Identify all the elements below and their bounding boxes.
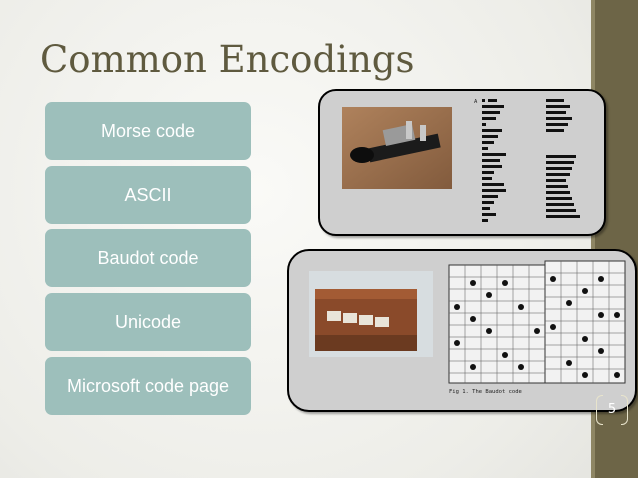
encoding-label: Morse code bbox=[100, 120, 196, 141]
right-bracket-shape bbox=[621, 395, 628, 425]
encoding-box-code-page: Microsoft code page bbox=[45, 357, 251, 415]
page-number-text: 5 bbox=[607, 401, 617, 417]
encoding-box-ascii: ASCII bbox=[45, 166, 251, 224]
encoding-label: Unicode bbox=[114, 311, 182, 332]
encoding-label: Baudot code bbox=[97, 247, 199, 268]
morse-image-panel: A bbox=[318, 89, 606, 236]
slide-title: Common Encodings bbox=[40, 38, 415, 81]
encoding-label: Microsoft code page bbox=[66, 375, 230, 396]
baudot-machine-image bbox=[309, 271, 433, 357]
svg-text:A: A bbox=[474, 99, 478, 105]
encoding-label: ASCII bbox=[124, 184, 172, 205]
baudot-illustration: Fig 1. The Baudot code bbox=[309, 260, 626, 395]
page-number: 5 bbox=[596, 395, 628, 425]
left-bracket-shape bbox=[596, 395, 603, 425]
baudot-caption: Fig 1. The Baudot code bbox=[449, 389, 522, 395]
encoding-box-morse: Morse code bbox=[45, 102, 251, 160]
telegraph-key-image bbox=[342, 107, 452, 189]
morse-illustration: A bbox=[342, 99, 580, 222]
baudot-image-panel: Fig 1. The Baudot code bbox=[287, 249, 637, 412]
morse-code-chart: A bbox=[474, 99, 580, 222]
baudot-code-table: Fig 1. The Baudot code bbox=[448, 260, 626, 395]
encoding-box-unicode: Unicode bbox=[45, 293, 251, 351]
encoding-box-baudot: Baudot code bbox=[45, 229, 251, 287]
